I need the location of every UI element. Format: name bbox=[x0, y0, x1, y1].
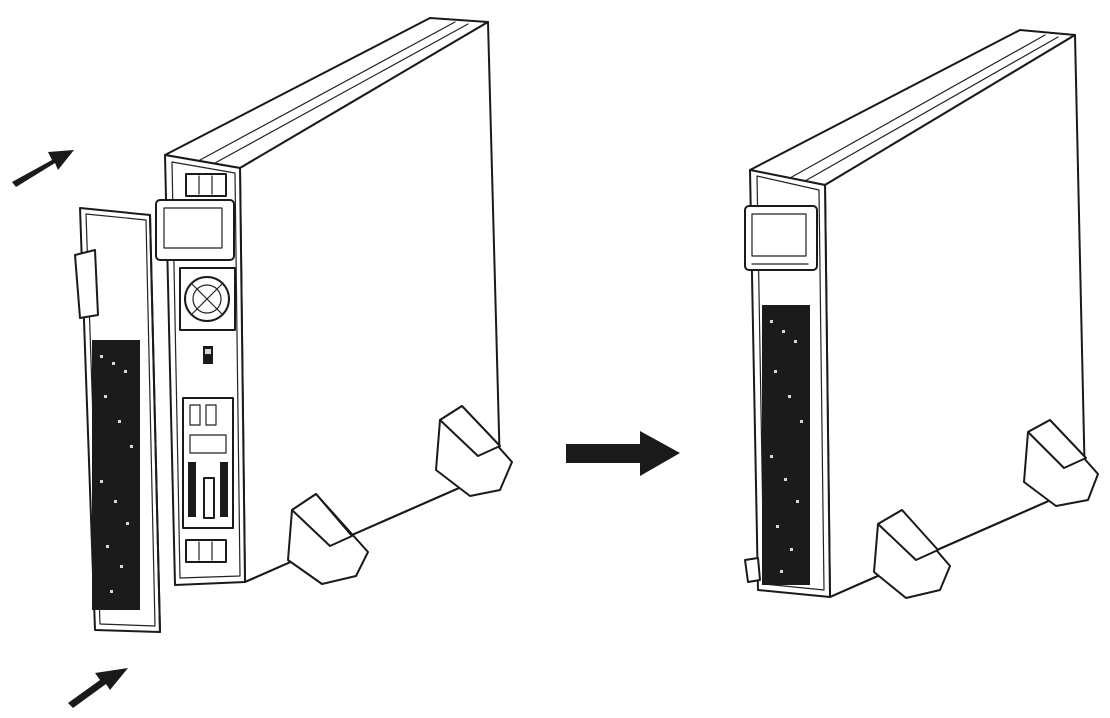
ups-left-rear-foot bbox=[435, 405, 513, 497]
transition-arrow bbox=[566, 431, 680, 476]
ups-right-lcd-screen bbox=[751, 213, 807, 257]
ups-right-rear-foot bbox=[1023, 419, 1099, 507]
front-panel-grille bbox=[92, 340, 140, 610]
arrow-upper-right-icon bbox=[12, 150, 74, 187]
arrow-right-icon bbox=[566, 431, 680, 476]
ups-left-front-foot bbox=[287, 493, 369, 585]
upper-insert-arrow bbox=[12, 150, 74, 187]
front-panel-lcd-screen bbox=[163, 207, 223, 249]
front-panel-grille-dots bbox=[100, 355, 133, 593]
arrow-upper-right-icon bbox=[68, 668, 128, 708]
front-panel-screen-housing bbox=[155, 199, 235, 261]
ups-right-screen-housing bbox=[744, 205, 818, 271]
ups-left-bottom-connector bbox=[185, 539, 227, 563]
ups-right-grille-dots bbox=[770, 320, 803, 573]
ups-right-grille bbox=[762, 305, 810, 585]
ups-left-top-connector bbox=[185, 173, 227, 197]
ups-before-panel-attached bbox=[164, 17, 513, 586]
lower-insert-arrow bbox=[68, 668, 128, 708]
ups-right-front-foot bbox=[873, 509, 951, 599]
ups-after-panel-attached bbox=[744, 29, 1099, 599]
front-panel-detached bbox=[74, 199, 235, 633]
